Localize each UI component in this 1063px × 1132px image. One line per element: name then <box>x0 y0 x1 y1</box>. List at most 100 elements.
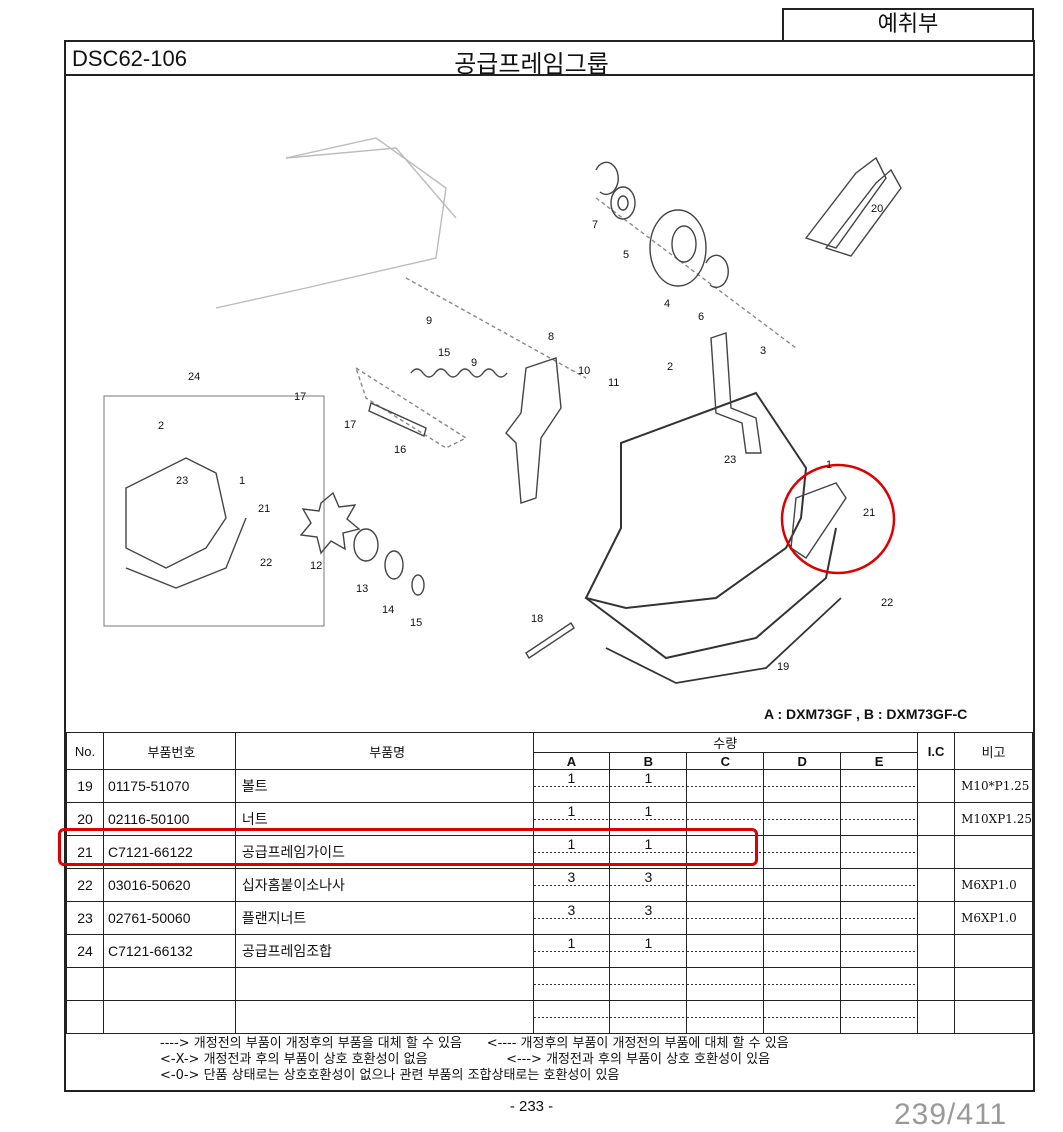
row-qty-d <box>763 802 842 836</box>
callout-label: 2 <box>667 361 673 373</box>
row-remark <box>954 934 1033 968</box>
row-part-name: 플랜지너트 <box>234 901 534 935</box>
table-row-empty <box>66 1000 1033 1034</box>
row-qty-e <box>840 868 919 902</box>
col-remark: 비고 <box>954 732 1033 770</box>
row-no: 22 <box>66 868 104 902</box>
callout-label: 8 <box>548 331 554 343</box>
compatibility-legend: ----> 개정전의 부품이 개정후의 부품을 대체 할 수 있음 <---- … <box>160 1036 789 1084</box>
callout-label: 23 <box>724 454 736 466</box>
row-qty-a: 3 <box>532 901 611 935</box>
exploded-parts-diagram: 20 7 5 4 6 3 9 9 8 15 10 11 2 24 17 17 1… <box>103 137 902 684</box>
table-row-empty <box>66 967 1033 1001</box>
row-qty-c <box>686 868 765 902</box>
callout-label: 9 <box>426 315 432 327</box>
col-c: C <box>686 752 765 770</box>
row-part-name: 공급프레임조합 <box>234 934 534 968</box>
row-qty-d <box>763 901 842 935</box>
legend-text: 개정후의 부품이 개정전의 부품에 대체 할 수 있음 <box>520 1036 789 1051</box>
col-e: E <box>840 752 919 770</box>
col-part-no: 부품번호 <box>102 732 236 770</box>
row-qty-c <box>686 901 765 935</box>
callout-label: 9 <box>471 357 477 369</box>
callout-label: 17 <box>344 419 356 431</box>
callout-label: 6 <box>698 311 704 323</box>
row-part-name: 십자홈붙이소나사 <box>234 868 534 902</box>
callout-label: 11 <box>608 377 619 389</box>
parts-table: No. 부품번호 부품명 수량 I.C 비고 A B C D E 19 0117… <box>66 732 1033 1034</box>
col-d: D <box>763 752 842 770</box>
callout-label: 1 <box>826 459 832 471</box>
page-count: 239/411 <box>894 1098 1008 1131</box>
row-remark: M6XP1.0 <box>954 868 1033 902</box>
col-qty: 수량 <box>532 732 919 753</box>
table-row: 24 C7121-66132 공급프레임조합 1 1 <box>66 934 1033 968</box>
callout-label: 13 <box>356 583 368 595</box>
legend-text: 개정전과 후의 부품이 상호 호환성이 없음 <box>203 1052 428 1067</box>
row-qty-b: 1 <box>609 934 688 968</box>
callout-label: 17 <box>294 391 306 403</box>
legend-symbol: <-0-> <box>160 1068 200 1083</box>
legend-symbol: <-X-> <box>160 1052 200 1067</box>
callout-label: 1 <box>239 475 245 487</box>
col-a: A <box>532 752 611 770</box>
row-remark <box>954 835 1033 869</box>
col-no: No. <box>66 732 104 770</box>
row-qty-e <box>840 802 919 836</box>
callout-label: 3 <box>760 345 766 357</box>
row-qty-d <box>763 769 842 803</box>
table-row: 19 01175-51070 볼트 1 1 M10*P1.25 <box>66 769 1033 803</box>
callout-label: 21 <box>258 503 270 515</box>
model-legend: A : DXM73GF , B : DXM73GF-C <box>764 706 968 722</box>
row-ic <box>917 868 956 902</box>
callout-label: 20 <box>871 203 883 215</box>
callout-label: 14 <box>382 604 394 616</box>
col-b: B <box>609 752 688 770</box>
group-header <box>64 40 1035 76</box>
row-qty-c <box>686 934 765 968</box>
row-qty-e <box>840 769 919 803</box>
row-part-no: 03016-50620 <box>102 868 236 902</box>
callout-label: 18 <box>531 613 543 625</box>
callout-label: 16 <box>394 444 406 456</box>
row-remark: M10*P1.25 <box>954 769 1033 803</box>
row-qty-d <box>763 868 842 902</box>
row-qty-e <box>840 835 919 869</box>
callout-label: 10 <box>578 365 590 377</box>
callout-label: 24 <box>188 371 200 383</box>
legend-text: 개정전과 후의 부품이 상호 호환성이 있음 <box>546 1052 771 1067</box>
row-part-no: 02761-50060 <box>102 901 236 935</box>
row-qty-a: 1 <box>532 769 611 803</box>
callout-label: 22 <box>881 597 893 609</box>
legend-text: 개정전의 부품이 개정후의 부품을 대체 할 수 있음 <box>193 1036 462 1051</box>
row-part-no: 01175-51070 <box>102 769 236 803</box>
row-remark: M10XP1.25 <box>954 802 1033 836</box>
row-ic <box>917 769 956 803</box>
page-frame <box>64 40 1035 1092</box>
legend-text: 단품 상태로는 상호호환성이 없으나 관련 부품의 조합상태로는 호환성이 있음 <box>203 1068 620 1083</box>
group-code: DSC62-106 <box>72 46 187 71</box>
legend-symbol: ----> <box>160 1036 190 1051</box>
callout-label: 21 <box>863 507 875 519</box>
callout-label: 15 <box>438 347 450 359</box>
row-no: 23 <box>66 901 104 935</box>
callout-label: 22 <box>260 557 272 569</box>
callout-label: 15 <box>410 617 422 629</box>
group-title: 공급프레임그룹 <box>454 50 609 78</box>
callout-label: 7 <box>592 219 598 231</box>
callout-label: 12 <box>310 560 322 572</box>
row-qty-b: 3 <box>609 901 688 935</box>
legend-symbol: <---> <box>506 1052 542 1067</box>
section-label: 예취부 <box>782 8 1034 40</box>
row-qty-d <box>763 835 842 869</box>
page-number: - 233 - <box>509 1098 554 1115</box>
row-no: 24 <box>66 934 104 968</box>
row-ic <box>917 934 956 968</box>
callout-label: 2 <box>158 420 164 432</box>
callout-label: 23 <box>176 475 188 487</box>
row-qty-b: 3 <box>609 868 688 902</box>
row-qty-e <box>840 901 919 935</box>
table-row: 22 03016-50620 십자홈붙이소나사 3 3 M6XP1.0 <box>66 868 1033 902</box>
callout-label: 5 <box>623 249 629 261</box>
row-part-name: 볼트 <box>234 769 534 803</box>
